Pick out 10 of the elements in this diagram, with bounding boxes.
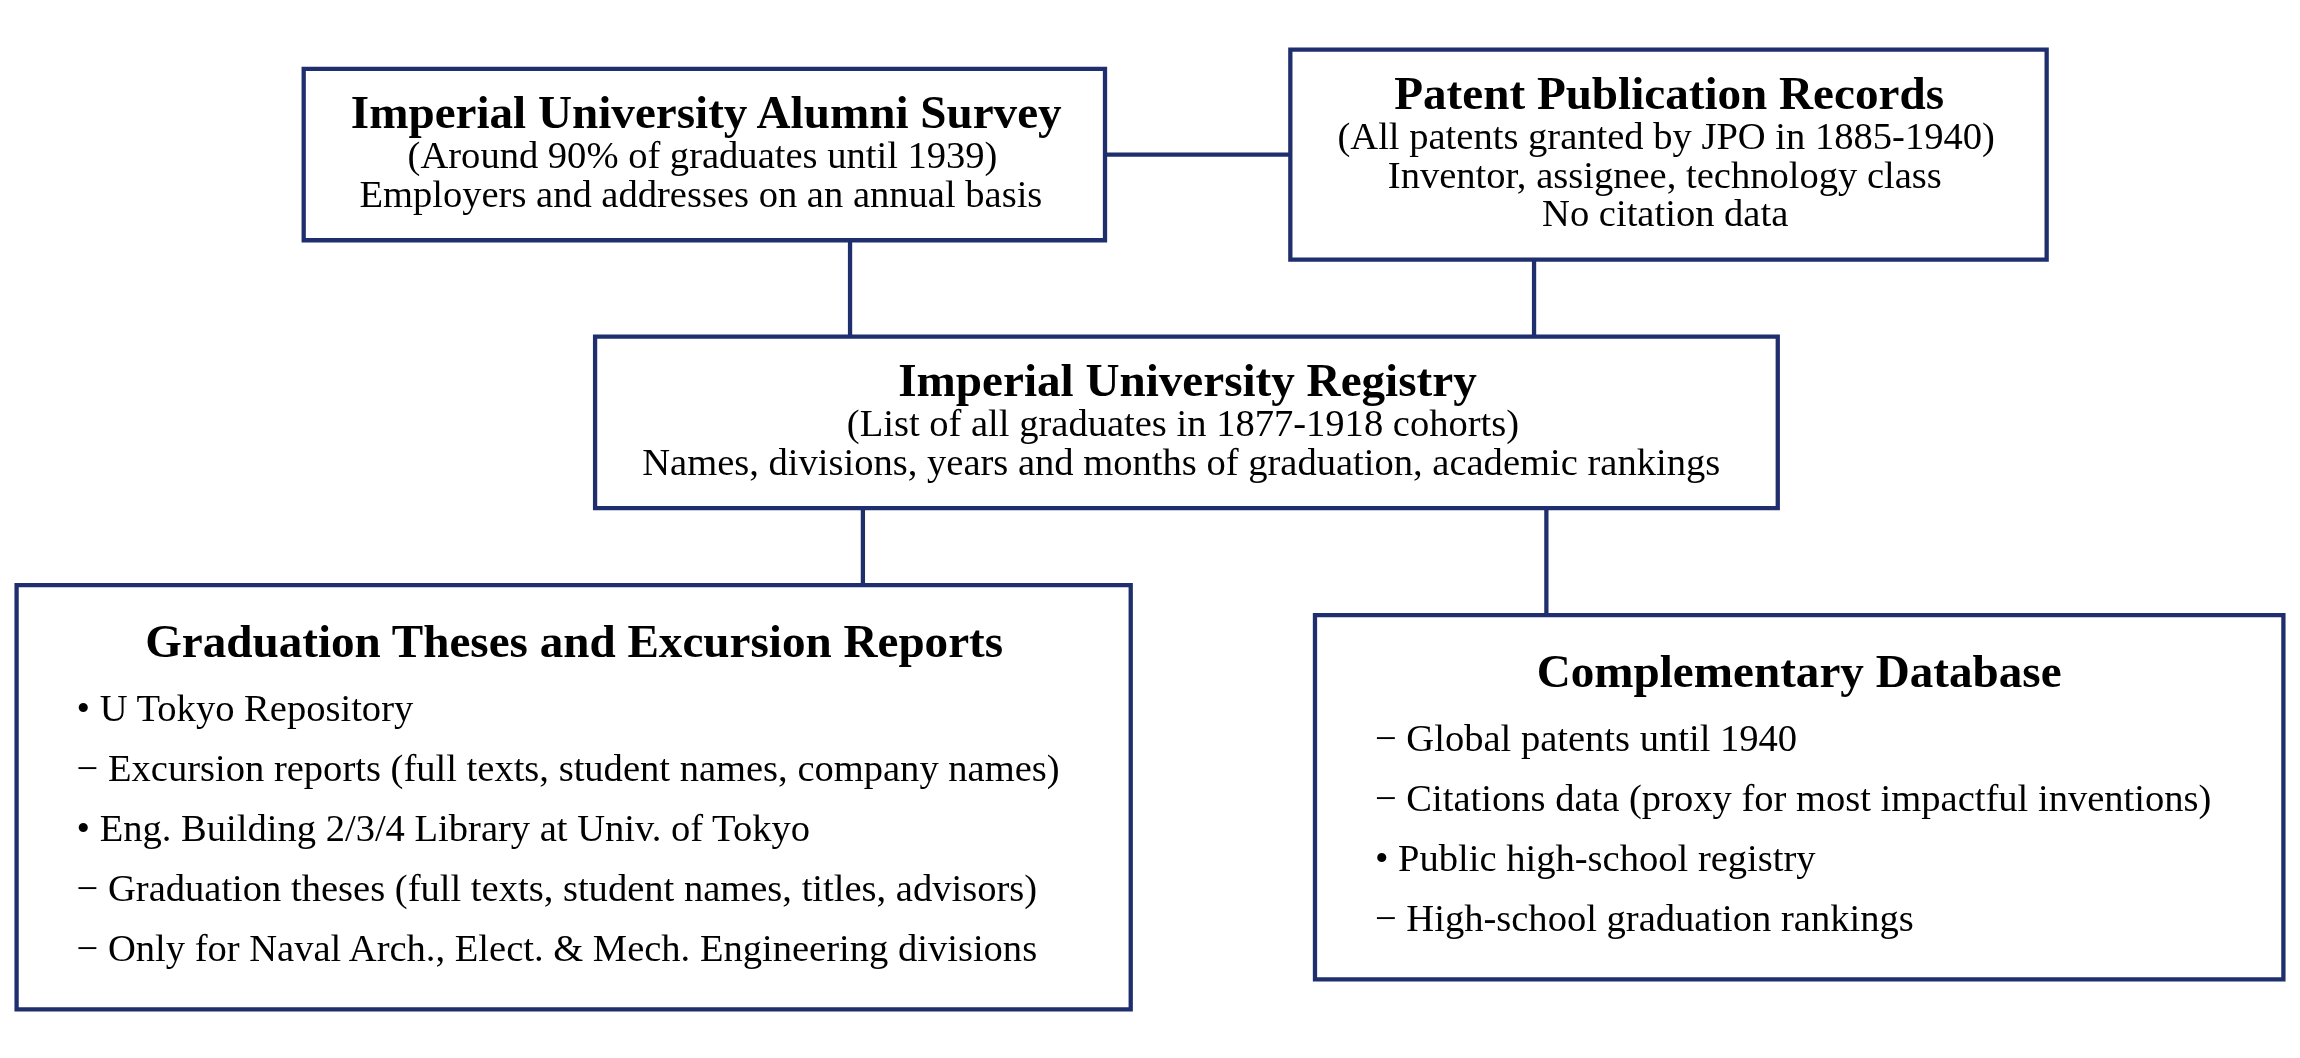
node-box: Graduation Theses and Excursion Reports • U Tokyo Repository − Excursion reports (full texts, student names, company names) • Eng. Building 2/3/4 Library at Univ. of Tokyo − Graduation theses (full texts, student names, titles, advisors) − Only for Naval Arch., Elect. & Mech. Engineering divisions	[14, 582, 1133, 1012]
node-box: Imperial University Registry (List of all graduates in 1877-1918 cohorts) Names, divisions, years and months of graduation, academic rankings	[592, 334, 1780, 510]
connector	[847, 240, 853, 336]
node-box: Imperial University Alumni Survey (Around 90% of graduates until 1939) Employers and addresses on an annual basis	[301, 66, 1108, 242]
connector	[1105, 151, 1290, 157]
connector	[1531, 259, 1537, 336]
node-box: Patent Publication Records (All patents granted by JPO in 1885-1940) Inventor, assignee, technology class No citation data	[1288, 46, 2049, 262]
connector	[1544, 507, 1549, 615]
node-box: Complementary Database − Global patents until 1940 − Citations data (proxy for most impactful inventions) • Public high-school registry − High-school graduation rankings	[1312, 612, 2286, 982]
connector	[860, 507, 866, 585]
